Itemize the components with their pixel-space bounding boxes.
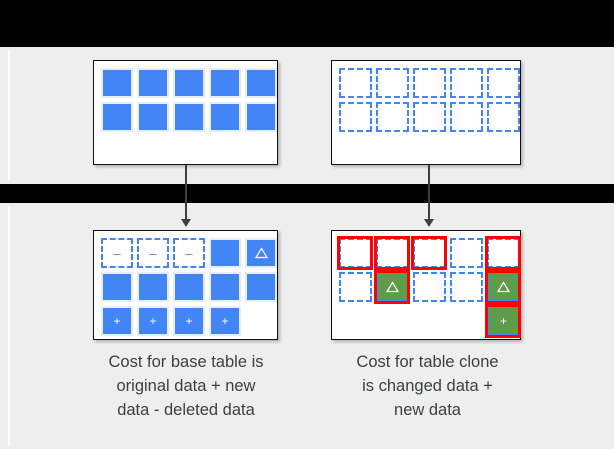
delta-icon xyxy=(497,281,510,293)
reference-cell xyxy=(339,68,372,98)
reference-cell xyxy=(450,272,483,302)
data-cell xyxy=(101,102,133,132)
clone-table-caption: Cost for table clone is changed data + n… xyxy=(325,350,530,422)
data-cell xyxy=(245,102,277,132)
reference-cell xyxy=(339,238,372,268)
reference-cell xyxy=(413,102,446,132)
plus-icon: + xyxy=(221,314,229,328)
caption-line: is changed data + xyxy=(362,377,493,395)
base-table-original xyxy=(93,60,278,165)
reference-cell xyxy=(487,68,520,98)
data-cell xyxy=(101,68,133,98)
reference-cell xyxy=(339,102,372,132)
data-cell xyxy=(101,272,133,302)
empty-cell xyxy=(376,306,409,336)
changed-cell xyxy=(376,272,409,302)
clone-table-modified: + xyxy=(331,230,521,340)
data-cell xyxy=(173,272,205,302)
empty-cell xyxy=(413,306,446,336)
deleted-cell: – xyxy=(173,238,205,268)
reference-cell xyxy=(339,272,372,302)
reference-cell xyxy=(450,102,483,132)
changed-cell xyxy=(487,272,520,302)
cell-grid: – – – + + + + xyxy=(101,238,277,336)
plus-icon: + xyxy=(149,314,157,328)
data-cell xyxy=(245,68,277,98)
reference-cell xyxy=(376,238,409,268)
cell-grid: + xyxy=(339,238,520,336)
reference-cell xyxy=(487,102,520,132)
data-cell xyxy=(209,272,241,302)
minus-icon: – xyxy=(185,245,193,261)
arrow-clone-head xyxy=(424,219,434,227)
data-cell xyxy=(173,102,205,132)
new-cell: + xyxy=(209,306,241,336)
deleted-cell: – xyxy=(101,238,133,268)
data-cell xyxy=(173,68,205,98)
delta-icon xyxy=(254,247,268,259)
data-cell xyxy=(245,272,277,302)
base-table-modified: – – – + + + + xyxy=(93,230,278,340)
clone-table-original xyxy=(331,60,521,165)
plus-icon: + xyxy=(185,314,193,328)
data-cell xyxy=(209,102,241,132)
empty-cell xyxy=(339,306,372,336)
cell-grid xyxy=(101,68,277,132)
reference-cell xyxy=(376,68,409,98)
arrow-base-head xyxy=(181,219,191,227)
plus-icon: + xyxy=(499,314,507,328)
base-table-caption: Cost for base table is original data + n… xyxy=(80,350,292,422)
caption-line: Cost for table clone xyxy=(356,353,499,371)
cell-grid xyxy=(339,68,520,132)
reference-cell xyxy=(413,272,446,302)
caption-line: new data xyxy=(394,401,461,419)
panel-left-gutter xyxy=(0,207,10,445)
data-cell xyxy=(137,102,169,132)
data-cell xyxy=(209,68,241,98)
reference-cell xyxy=(376,102,409,132)
plus-icon: + xyxy=(113,314,121,328)
caption-line: original data + new xyxy=(116,377,256,395)
minus-icon: – xyxy=(149,245,157,261)
new-cell: + xyxy=(101,306,133,336)
delta-icon xyxy=(386,281,399,293)
new-cell: + xyxy=(137,306,169,336)
arrow-base-line xyxy=(185,165,187,220)
changed-cell xyxy=(245,238,277,268)
new-cell: + xyxy=(173,306,205,336)
data-cell xyxy=(137,68,169,98)
deleted-cell: – xyxy=(137,238,169,268)
reference-cell xyxy=(413,68,446,98)
reference-cell xyxy=(450,68,483,98)
reference-cell xyxy=(450,238,483,268)
caption-line: Cost for base table is xyxy=(108,353,264,371)
minus-icon: – xyxy=(113,245,121,261)
arrow-clone-line xyxy=(428,165,430,220)
data-cell xyxy=(209,238,241,268)
reference-cell xyxy=(413,238,446,268)
new-cell: + xyxy=(487,306,520,336)
caption-line: data - deleted data xyxy=(117,401,255,419)
empty-cell xyxy=(245,306,277,336)
panel-left-gutter xyxy=(0,51,10,180)
reference-cell xyxy=(487,238,520,268)
empty-cell xyxy=(450,306,483,336)
data-cell xyxy=(137,272,169,302)
